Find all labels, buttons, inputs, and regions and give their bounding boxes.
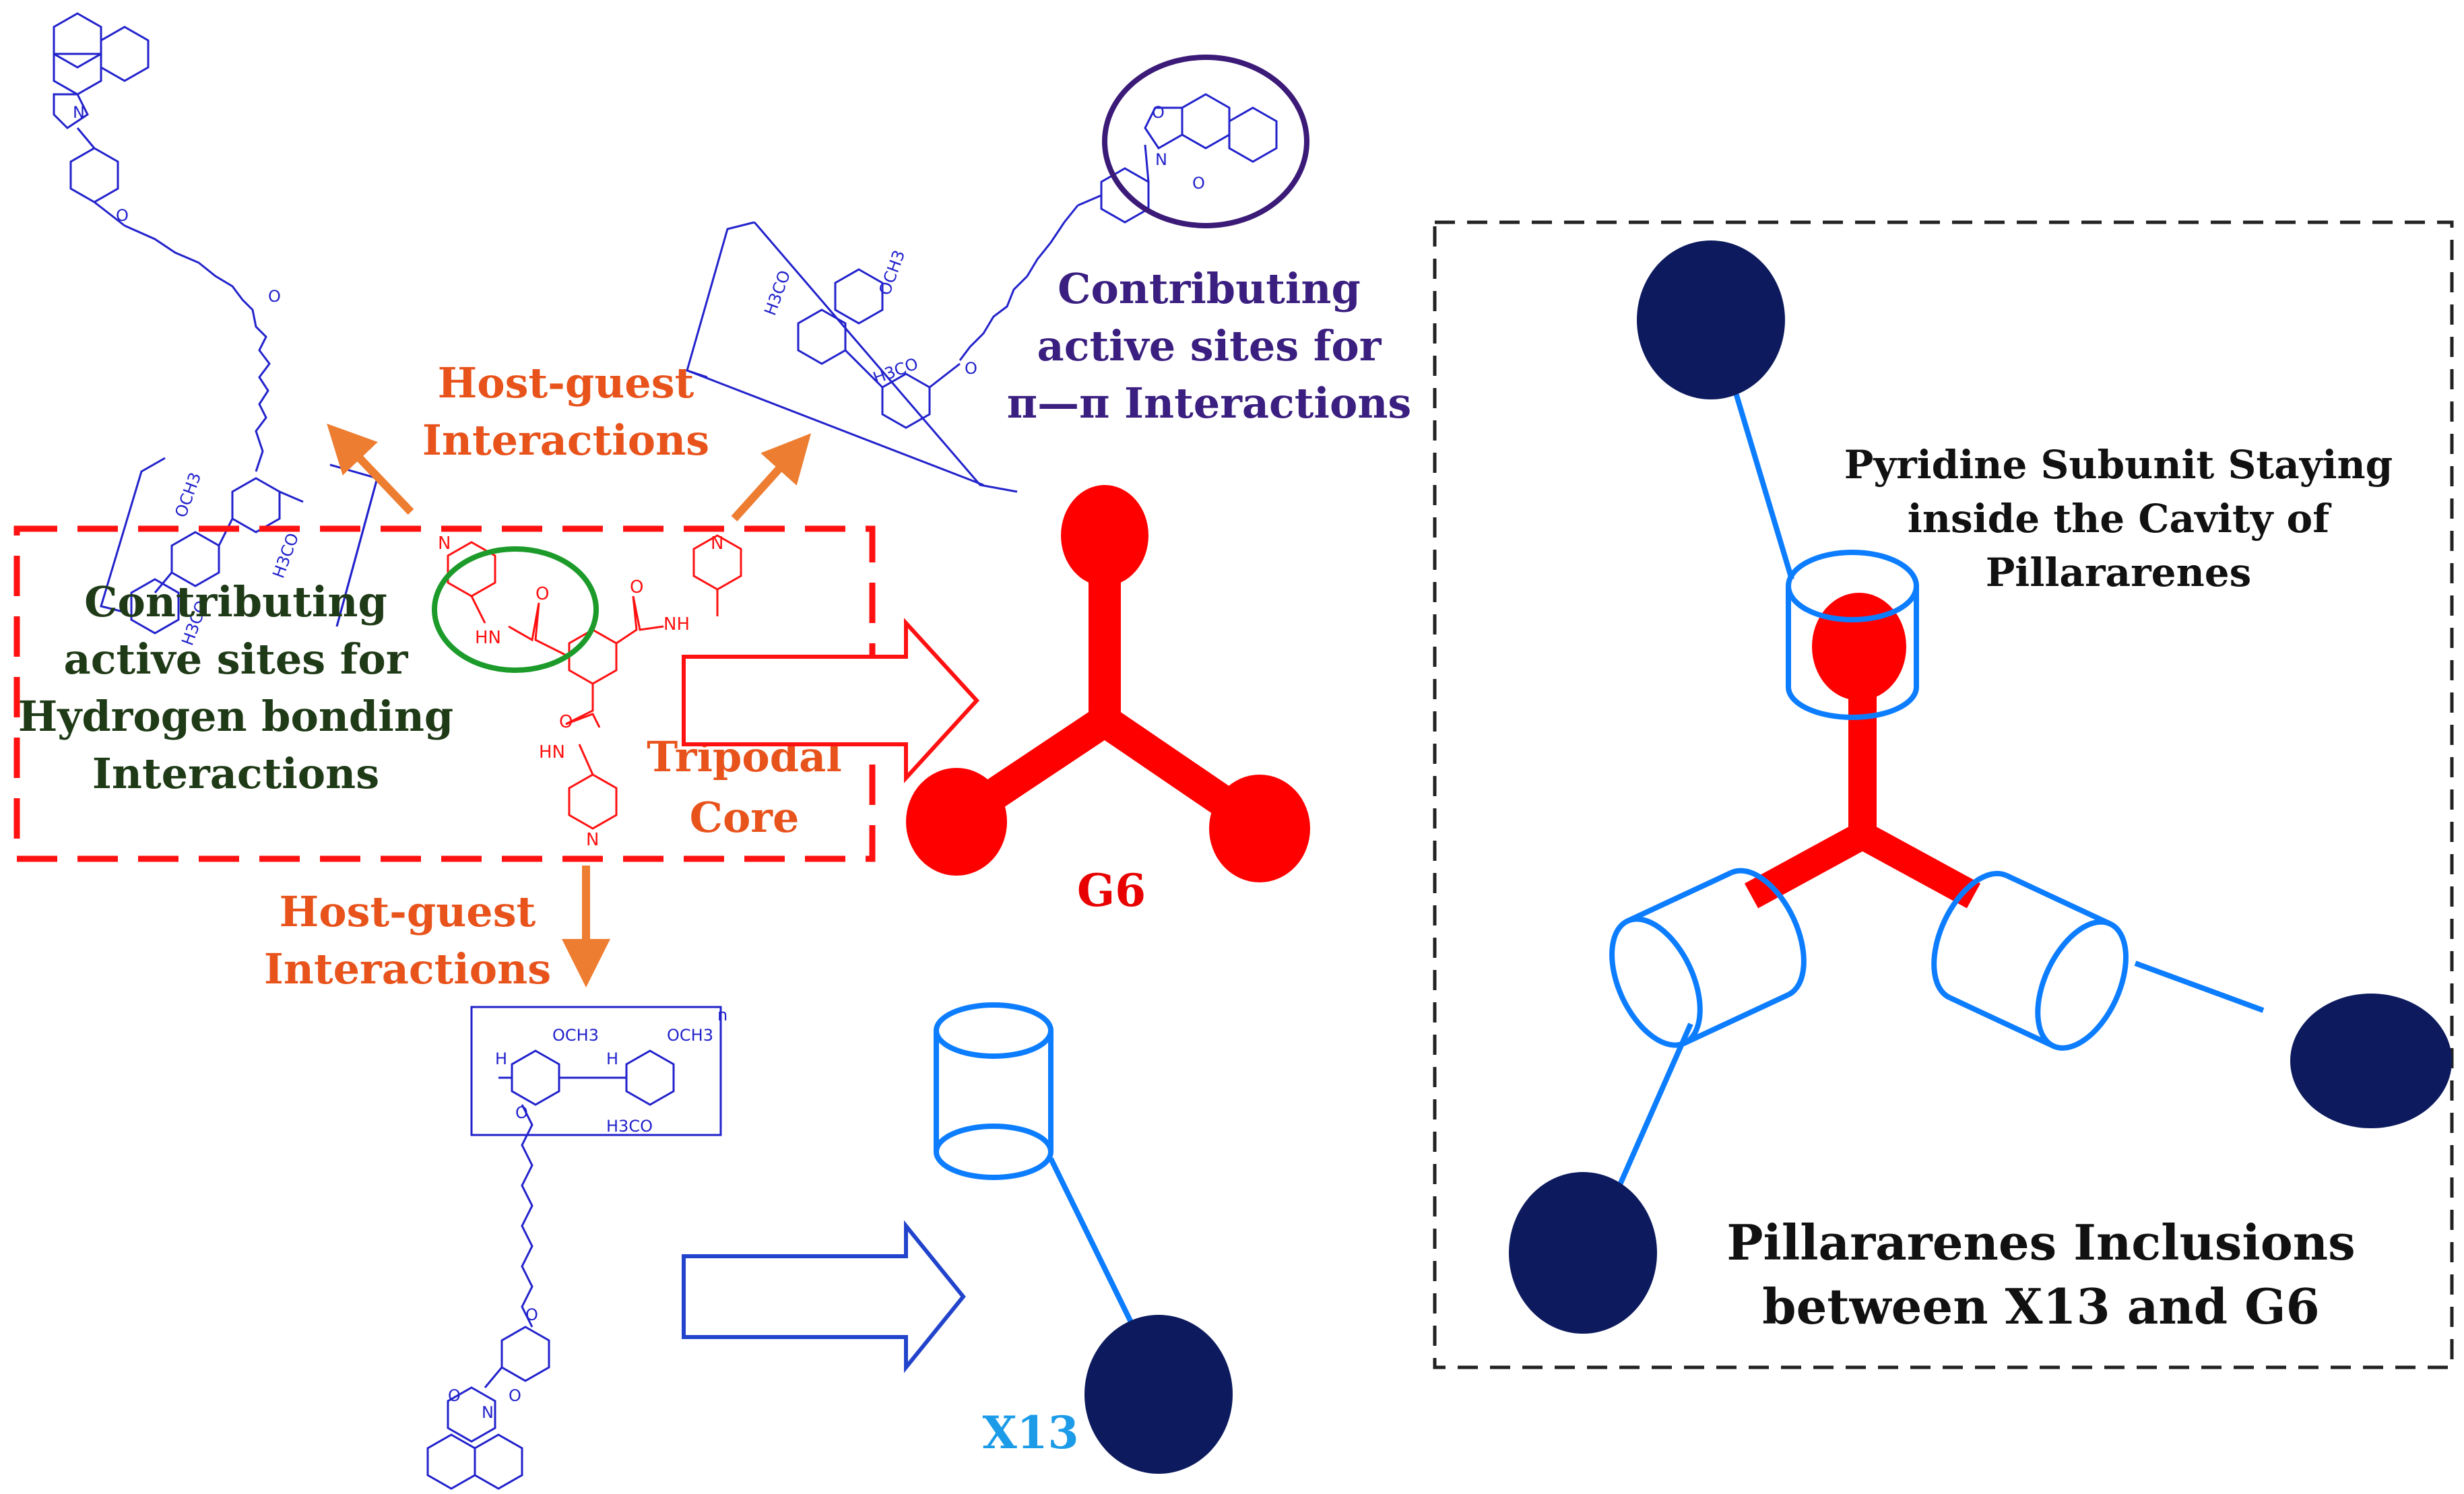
chem-atom-o: O: [559, 712, 573, 732]
chem-atom-o: O: [116, 206, 129, 225]
chem-methoxy: H3CO: [606, 1117, 653, 1136]
chem-methoxy: OCH3: [875, 248, 909, 298]
host-guest-label-top: Host-guest Interactions: [422, 358, 709, 465]
chem-atom-hn: HN: [475, 628, 501, 648]
chem-atom-n: N: [1155, 150, 1167, 169]
svg-text:Pillararenes: Pillararenes: [1986, 550, 2252, 595]
chem-atom-o: O: [525, 1305, 538, 1324]
chem-atom-o: O: [1192, 174, 1205, 193]
chem-atom-o: O: [268, 287, 281, 306]
inclusion-panel-frame: [1433, 220, 2454, 1369]
cylinder-icon: [934, 1002, 1053, 1180]
svg-text:Contributing: Contributing: [1058, 264, 1361, 313]
chem-atom-h: H: [495, 1049, 507, 1068]
svg-text:Host-guest: Host-guest: [438, 358, 694, 408]
chem-atom-n: N: [482, 1403, 494, 1422]
chem-atom-hn: HN: [539, 742, 565, 762]
guest-molecule-bottom: [426, 1006, 722, 1490]
g6-label: G6: [1077, 864, 1146, 917]
hollow-right-arrow-icon: [682, 618, 980, 783]
chem-atom-o: O: [1152, 103, 1165, 122]
hydrogen-bond-site-circle: [432, 546, 599, 673]
chem-methoxy: H3CO: [269, 531, 302, 581]
cylinder-icon: [1786, 550, 1919, 720]
cylinder-icon: [1931, 870, 2129, 1051]
inclusion-complex-icon: [1509, 240, 2452, 1334]
chem-atom-nh: NH: [663, 614, 690, 635]
chem-labels-top-left: N O O OCH3 H3CO H3CO: [73, 103, 302, 648]
svg-text:Pyridine Subunit Staying: Pyridine Subunit Staying: [1844, 442, 2393, 488]
chem-methoxy: OCH3: [667, 1026, 713, 1045]
arrow-host-guest-top-left: [327, 423, 414, 515]
hydrogen-bond-label: Contributing active sites for Hydrogen b…: [18, 577, 454, 798]
chem-atom-n: N: [586, 830, 599, 850]
guest-molecule-top-left: [53, 12, 379, 635]
chem-atom-o: O: [509, 1386, 521, 1405]
svg-text:Pillararenes Inclusions: Pillararenes Inclusions: [1726, 1214, 2355, 1271]
chem-methoxy: H3CO: [870, 354, 920, 388]
chem-atom-o: O: [536, 584, 549, 604]
svg-text:Host-guest: Host-guest: [280, 887, 536, 936]
host-guest-label-bottom: Host-guest Interactions: [264, 887, 551, 994]
pi-pi-site-circle: [1102, 55, 1309, 228]
guest-molecule-top-center: [686, 93, 1278, 493]
chem-methoxy: OCH3: [171, 470, 205, 520]
chem-atom-o: O: [448, 1386, 461, 1405]
svg-text:Hydrogen bonding: Hydrogen bonding: [18, 692, 454, 741]
x13-label: X13: [982, 1406, 1078, 1459]
chem-atom-o: O: [965, 359, 977, 378]
tripodal-atom-labels: N HN O O NH N O HN N: [438, 533, 723, 850]
tripodal-core-label: Tripodal Core: [647, 732, 842, 842]
chem-atom-n: N: [438, 533, 451, 554]
svg-text:active sites for: active sites for: [64, 635, 409, 684]
arrow-host-guest-top-right: [731, 433, 812, 522]
svg-text:Interactions: Interactions: [264, 944, 551, 994]
svg-text:Core: Core: [690, 793, 800, 842]
svg-text:π—π Interactions: π—π Interactions: [1007, 379, 1412, 428]
hollow-right-arrow-icon: [682, 1220, 966, 1373]
pyridine-label: Pyridine Subunit Staying inside the Cavi…: [1844, 442, 2393, 595]
svg-text:between X13 and G6: between X13 and G6: [1762, 1278, 2320, 1335]
tripodal-core-frame: [13, 525, 876, 862]
chem-atom-h: H: [606, 1049, 618, 1068]
chem-methoxy: OCH3: [552, 1026, 599, 1045]
svg-text:Interactions: Interactions: [422, 416, 709, 465]
x13-icon: [934, 1002, 1233, 1474]
svg-text:Interactions: Interactions: [92, 749, 379, 798]
tripodal-molecule: [447, 534, 742, 830]
chem-labels-bottom: OCH3 OCH3 H3CO H H n O O O O N: [448, 1006, 727, 1422]
inclusion-label: Pillararenes Inclusions between X13 and …: [1726, 1214, 2355, 1335]
chem-atom-o: O: [515, 1103, 528, 1122]
chem-repeat-n: n: [717, 1006, 727, 1025]
chem-atom-o: O: [630, 577, 643, 597]
g6-tripodal-icon: [906, 485, 1310, 882]
chem-methoxy: H3CO: [760, 268, 794, 318]
cylinder-icon: [1609, 868, 1807, 1048]
svg-text:inside the Cavity of: inside the Cavity of: [1908, 496, 2332, 542]
pi-pi-label: Contributing active sites for π—π Intera…: [1007, 264, 1412, 428]
svg-text:active sites for: active sites for: [1037, 321, 1382, 370]
chem-atom-n: N: [711, 533, 723, 554]
svg-text:Contributing: Contributing: [84, 577, 387, 626]
chem-atom-n: N: [73, 103, 85, 122]
